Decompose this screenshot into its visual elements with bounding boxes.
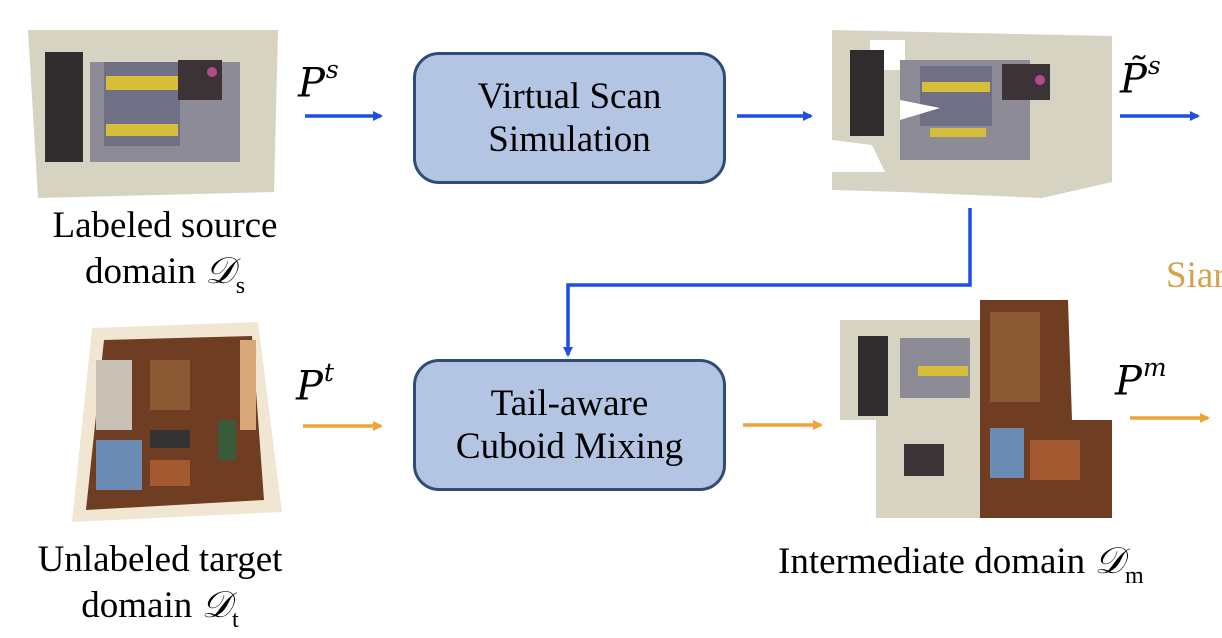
symbol-ps-sup: s xyxy=(325,55,339,84)
simulated-room-image xyxy=(832,30,1112,198)
cuboid-mixing-box: Tail-aware Cuboid Mixing xyxy=(413,359,726,491)
symbol-ps-tilde: P̃s xyxy=(1120,50,1161,99)
symbol-ps: Ps xyxy=(298,54,339,103)
target-domain-caption: Unlabeled target domain 𝒟t xyxy=(5,537,315,633)
cuboid-mixing-line1: Tail-aware xyxy=(490,383,649,424)
symbol-ps-tilde-sup: s xyxy=(1147,51,1161,80)
target-caption-line1: Unlabeled target xyxy=(37,539,283,580)
symbol-ps-base: P xyxy=(298,60,325,107)
source-domain-caption: Labeled source domain 𝒟s xyxy=(10,203,320,299)
symbol-pm: Pm xyxy=(1115,352,1167,401)
arrow-simulated-to-mixing xyxy=(563,208,972,357)
cuboid-mixing-line2: Cuboid Mixing xyxy=(455,426,684,467)
source-room-image xyxy=(28,30,278,198)
source-caption-line2: domain 𝒟s xyxy=(84,249,246,299)
symbol-pm-sup: m xyxy=(1142,353,1167,382)
symbol-pm-base: P xyxy=(1115,358,1142,405)
cropped-label: Siar xyxy=(1166,255,1222,296)
intermediate-domain-caption: Intermediate domain 𝒟m xyxy=(778,539,1144,589)
target-room-image xyxy=(72,322,282,522)
target-caption-line2: domain 𝒟t xyxy=(81,583,239,633)
symbol-pt: Pt xyxy=(296,357,334,406)
virtual-scan-line1: Virtual Scan xyxy=(477,76,662,117)
virtual-scan-simulation-box: Virtual Scan Simulation xyxy=(413,52,726,184)
virtual-scan-line2: Simulation xyxy=(488,119,651,160)
symbol-ps-tilde-base: P̃ xyxy=(1120,56,1147,103)
symbol-pt-base: P xyxy=(296,363,323,410)
symbol-pt-sup: t xyxy=(323,358,334,387)
intermediate-room-image xyxy=(840,300,1112,518)
source-caption-line1: Labeled source xyxy=(52,205,278,246)
